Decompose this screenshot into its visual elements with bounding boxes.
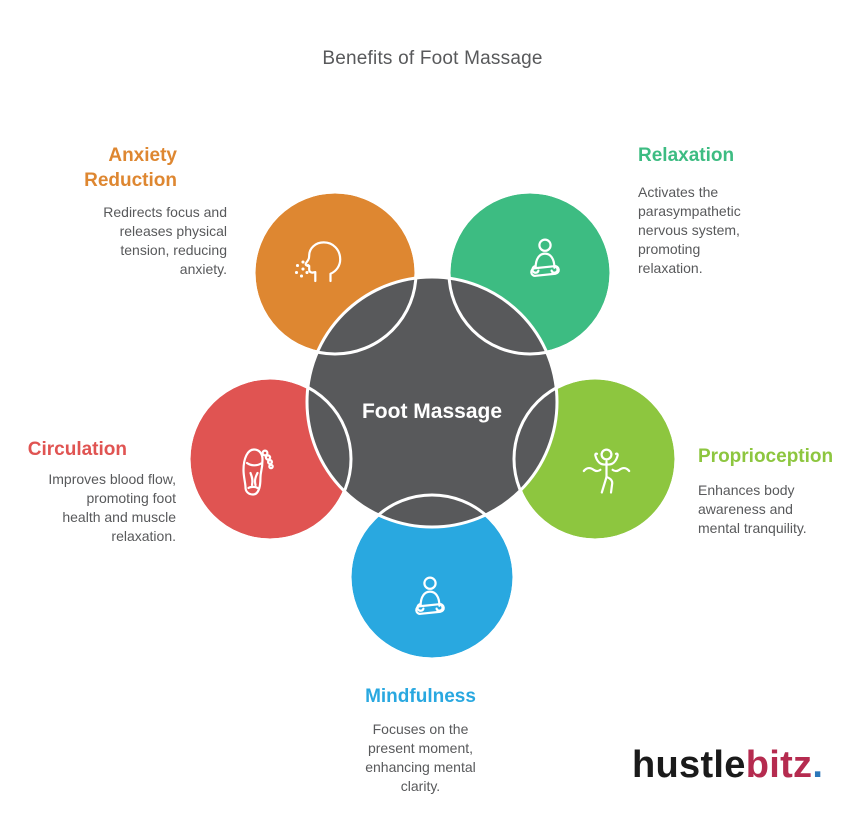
benefit-heading-proprioception: Proprioception (698, 446, 834, 467)
benefit-heading-circulation: Circulation (27, 439, 127, 460)
balancing-person-icon (582, 448, 631, 494)
center-circle-label: Foot Massage (361, 400, 503, 423)
hustlebitz-logo: hustlebitz. (632, 746, 823, 784)
benefit-description-relaxation: Activates the parasympathetic nervous sy… (638, 184, 741, 276)
logo-text-hustle: hustle (632, 744, 746, 786)
sneezing-head-icon (294, 241, 342, 283)
benefit-description-proprioception: Enhances body awareness and mental tranq… (698, 482, 807, 536)
benefit-heading-mindfulness: Mindfulness (365, 686, 476, 707)
benefit-heading-anxiety-reduction: Anxiety Reduction (84, 145, 177, 191)
logo-dot: . (812, 744, 824, 786)
benefit-description-mindfulness: Focuses on the present moment, enhancing… (365, 721, 476, 794)
center-circle (305, 275, 559, 529)
foot-sole-icon (242, 448, 274, 496)
overlap-arcs (187, 190, 678, 661)
benefit-description-circulation: Improves blood flow, promoting foot heal… (48, 471, 176, 544)
logo-text-bitz: bitz (745, 744, 813, 786)
page-title: Benefits of Foot Massage (322, 48, 543, 69)
benefit-heading-relaxation: Relaxation (638, 145, 735, 166)
benefit-description-anxiety-reduction: Redirects focus and releases physical te… (103, 204, 227, 277)
